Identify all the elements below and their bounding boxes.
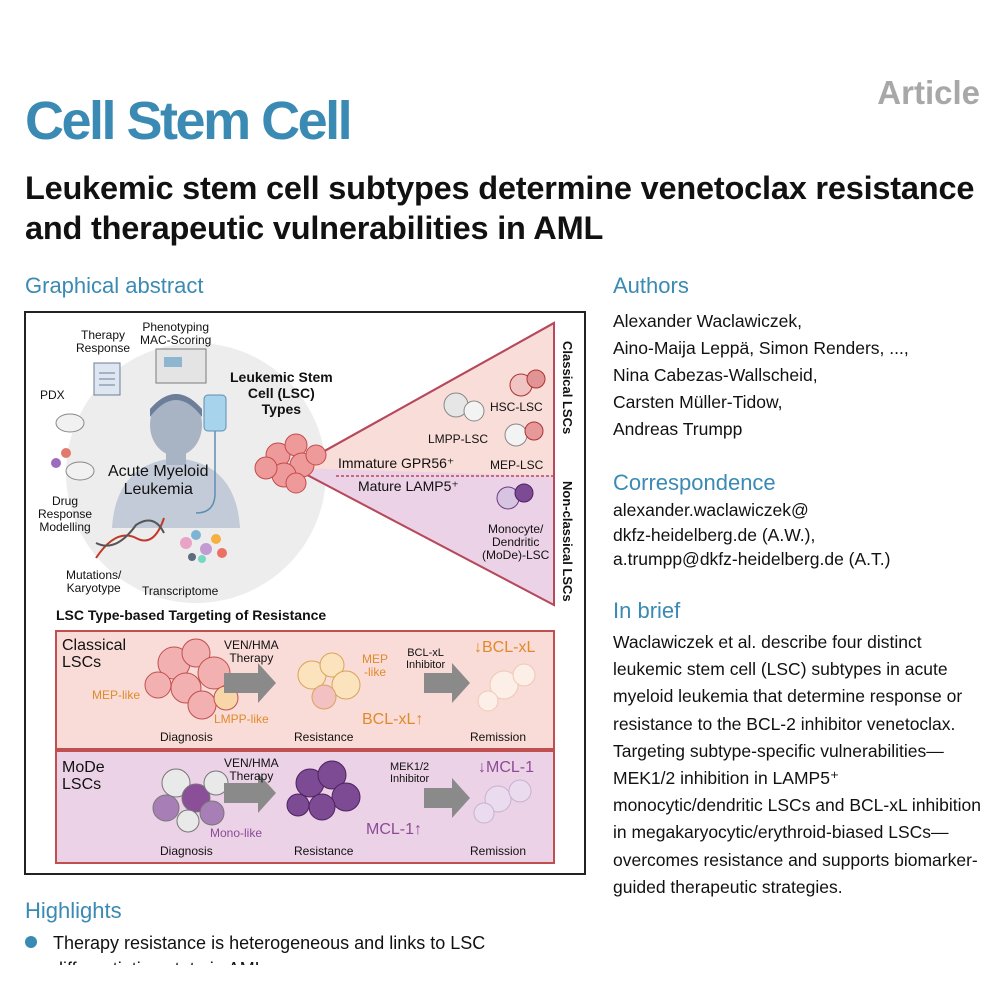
therapy-arrow [224,773,276,813]
transcriptome-plot-icon [180,530,227,563]
phenotyping-label: Phenotyping MAC-Scoring [140,320,212,347]
hsc-lsc-cells [509,369,546,397]
lsc-cluster-icon [254,433,327,494]
bullet-icon [25,936,37,948]
authors-heading: Authors [613,273,689,298]
remission-label: Remission [470,730,527,744]
email-link[interactable]: a.trumpp@dkfz-heidelberg.de (A.T.) [613,549,891,569]
iv-bag-icon [195,394,227,514]
therapy-response-label: Therapy Response [76,328,131,355]
mcl1-down-label: ↓MCL-1 [478,759,535,776]
nonclassical-lscs-label: Non-classical LSCs [560,481,575,602]
highlight-item: Therapy resistance is heterogeneous and … [25,930,585,970]
author-line: Nina Cabezas-Wallscheid, [613,365,818,385]
diagnosis-label: Diagnosis [160,730,213,744]
mature-label: Mature LAMP5⁺ [358,478,459,494]
therapy-arrow [224,663,276,703]
targeting-title: LSC Type-based Targeting of Resistance [56,607,327,623]
mep-like-short-label: MEP -like [362,652,389,679]
email-link[interactable]: alexander.waclawiczek@ [613,500,809,520]
classical-diagnosis-cells [144,638,239,720]
inhibitor-arrow [424,778,470,818]
classical-panel-label: Classical LSCs [62,637,127,671]
mep-lsc-label: MEP-LSC [490,458,544,472]
author-line: Aino-Maija Leppä, Simon Renders, ..., [613,338,909,358]
mode-resistance-cells [286,760,361,821]
mode-panel-label: MoDe LSCs [62,759,105,793]
mutations-label: Mutations/ Karyotype [66,568,122,595]
graphical-abstract: Therapy Response Phenotyping MAC-Scoring… [24,311,586,875]
ven-hma-label: VEN/HMA Therapy [224,638,279,665]
classical-resistance-cells [297,652,361,710]
lsc-types-label: Leukemic Stem Cell (LSC) Types [230,369,333,417]
bclxl-up-label: BCL-xL↑ [362,711,424,728]
mep-like-label: MEP-like [92,688,141,702]
pdx-label: PDX [40,388,65,402]
lmpp-lsc-label: LMPP-LSC [428,432,489,446]
author-line: Alexander Waclawiczek, [613,311,803,331]
email-link[interactable]: dkfz-heidelberg.de (A.W.), [613,524,816,545]
classical-panel [55,630,555,750]
resistance-label: Resistance [294,730,354,744]
mode-lsc-label: Monocyte/ Dendritic (MoDe)-LSC [482,522,550,562]
mono-like-label: Mono-like [210,826,263,840]
mep-lsc-cells [504,421,544,447]
highlight-text: Therapy resistance is heterogeneous and … [53,933,486,970]
lmpp-lsc-cells [443,392,485,422]
ven-hma-label: VEN/HMA Therapy [224,756,279,783]
inhibitor-arrow [424,663,470,703]
mcl1-up-label: MCL-1↑ [366,821,423,838]
dna-icon [95,517,165,559]
diagnosis-label: Diagnosis [160,844,213,858]
hsc-lsc-label: HSC-LSC [490,400,543,414]
clipboard-icon [93,362,121,396]
author-line: Carsten Müller-Tidow, [613,392,783,412]
mek-inhibitor-label: MEK1/2 Inhibitor [390,761,430,785]
mode-remission-cells [473,779,532,824]
abstract-artwork [51,321,555,864]
mode-lsc-cells [496,483,534,510]
immature-label: Immature GPR56⁺ [338,455,455,471]
flow-cytometer-icon [155,348,207,384]
aml-label: Acute Myeloid Leukemia [108,463,209,498]
page-cutoff [0,965,1008,1008]
correspondence-emails: alexander.waclawiczek@ dkfz-heidelberg.d… [613,498,993,572]
remission-label: Remission [470,844,527,858]
bclxl-inhibitor-label: BCL-xL Inhibitor [406,647,446,671]
highlights-heading: Highlights [25,898,122,923]
lmpp-like-label: LMPP-like [214,712,269,726]
transcriptome-label: Transcriptome [142,584,219,598]
article-type-label: Article [877,74,980,111]
mode-diagnosis-cells [152,768,229,833]
mouse-icon [51,413,95,481]
in-brief-text: Waclawiczek et al. describe four distinc… [613,632,982,897]
in-brief-heading: In brief [613,598,681,623]
author-line: Andreas Trumpp [613,419,743,439]
correspondence-heading: Correspondence [613,470,776,495]
article-title: Leukemic stem cell subtypes determine ve… [25,170,975,246]
classical-lscs-label: Classical LSCs [560,341,575,435]
journal-logo: Cell Stem Cell [25,91,353,151]
author-list: Alexander Waclawiczek, Aino-Maija Leppä,… [613,308,993,443]
drug-response-label: Drug Response Modelling [38,494,93,534]
bclxl-down-label: ↓BCL-xL [474,639,536,656]
resistance-label: Resistance [294,844,354,858]
graphical-abstract-heading: Graphical abstract [25,273,204,298]
classical-remission-cells [477,663,536,712]
